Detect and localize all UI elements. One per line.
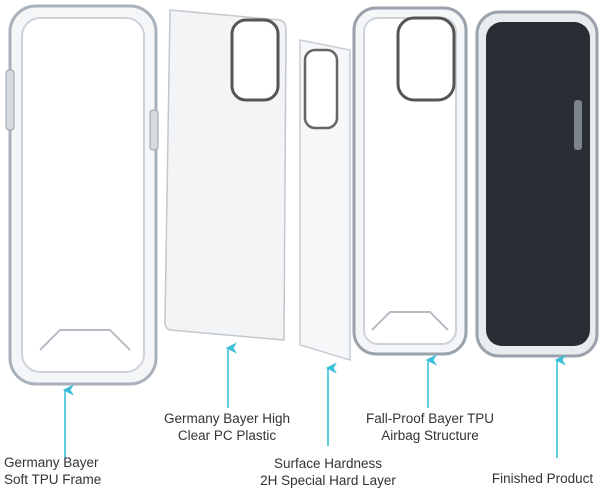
- label-airbag: Fall-Proof Bayer TPU Airbag Structure: [320, 410, 540, 444]
- label-tpu-frame: Germany Bayer Soft TPU Frame: [4, 454, 101, 488]
- label-line: 2H Special Hard Layer: [260, 473, 396, 488]
- label-line: Soft TPU Frame: [4, 472, 102, 487]
- hard-layer-image: [299, 39, 351, 362]
- label-line: Airbag Structure: [381, 428, 479, 443]
- airbag-case-image: [352, 6, 468, 356]
- label-finished: Finished Product: [485, 470, 600, 487]
- label-line: Finished Product: [491, 471, 594, 486]
- label-line: Surface Hardness: [273, 456, 383, 471]
- tpu-frame-image: [5, 4, 159, 386]
- pc-back-plate-image: [164, 9, 287, 341]
- finished-phone-image: [475, 10, 599, 358]
- label-line: Germany Bayer High: [163, 411, 291, 426]
- label-line: Clear PC Plastic: [177, 428, 277, 443]
- label-line: Fall-Proof Bayer TPU: [365, 411, 495, 426]
- label-line: Germany Bayer: [4, 455, 99, 470]
- label-hard-layer: Surface Hardness 2H Special Hard Layer: [218, 455, 438, 488]
- label-pc-plastic: Germany Bayer High Clear PC Plastic: [122, 410, 332, 444]
